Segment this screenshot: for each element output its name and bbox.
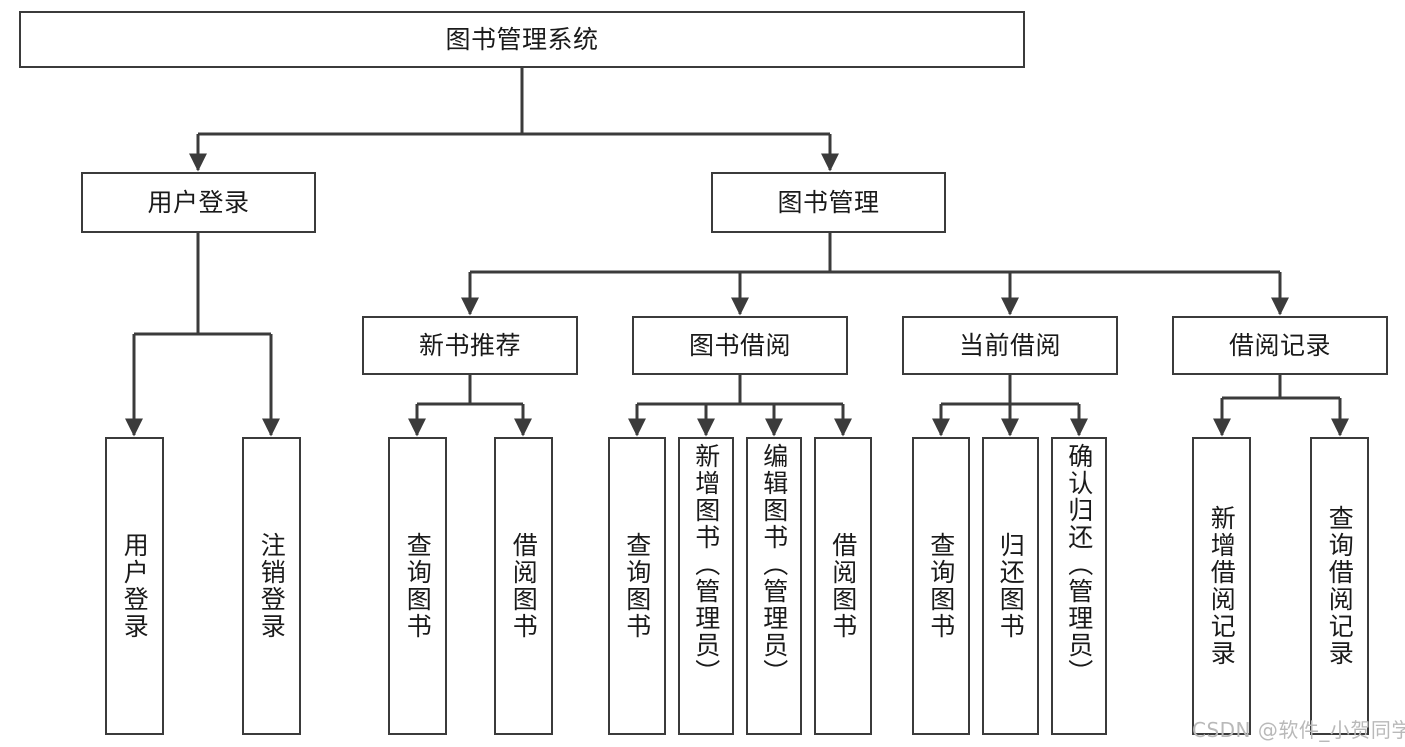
node-leaf-query-book-1[interactable]: 查询图书 [388,437,447,735]
node-new-book-recommend[interactable]: 新书推荐 [362,316,578,375]
node-leaf-add-book[interactable]: 新增图书（管理员） [678,437,734,735]
node-borrow-record-label: 借阅记录 [1228,331,1331,360]
node-leaf-query-book-2[interactable]: 查询图书 [608,437,666,735]
node-leaf-confirm-return-label: 确认归还（管理员） [1064,443,1094,686]
node-leaf-query-book-1-label: 查询图书 [403,532,433,640]
node-book-borrow[interactable]: 图书借阅 [632,316,848,375]
node-leaf-edit-book-label: 编辑图书（管理员） [759,443,789,686]
node-leaf-query-book-2-label: 查询图书 [622,532,652,640]
node-user-login-label: 用户登录 [147,188,250,217]
node-leaf-borrow-book-2[interactable]: 借阅图书 [814,437,872,735]
node-leaf-confirm-return[interactable]: 确认归还（管理员） [1051,437,1107,735]
node-book-borrow-label: 图书借阅 [688,331,791,360]
node-leaf-borrow-book-1-label: 借阅图书 [509,532,539,640]
node-leaf-edit-book[interactable]: 编辑图书（管理员） [746,437,802,735]
node-leaf-query-book-3[interactable]: 查询图书 [912,437,970,735]
node-leaf-add-record-label: 新增借阅记录 [1207,505,1237,667]
node-leaf-user-login[interactable]: 用户登录 [105,437,164,735]
node-leaf-return-book[interactable]: 归还图书 [982,437,1039,735]
node-leaf-return-book-label: 归还图书 [996,532,1026,640]
node-book-manage-label: 图书管理 [777,188,880,217]
node-user-login[interactable]: 用户登录 [81,172,316,233]
node-leaf-logout[interactable]: 注销登录 [242,437,301,735]
node-current-borrow[interactable]: 当前借阅 [902,316,1118,375]
node-leaf-user-login-label: 用户登录 [120,532,150,640]
node-leaf-add-record[interactable]: 新增借阅记录 [1192,437,1251,735]
node-leaf-add-book-label: 新增图书（管理员） [691,443,721,686]
node-borrow-record[interactable]: 借阅记录 [1172,316,1388,375]
node-current-borrow-label: 当前借阅 [958,331,1061,360]
node-leaf-query-record[interactable]: 查询借阅记录 [1310,437,1369,735]
node-leaf-logout-label: 注销登录 [257,532,287,640]
node-root-label: 图书管理系统 [445,25,599,54]
csdn-watermark: CSDN @软件_小贺同学 [1192,718,1405,742]
node-new-book-recommend-label: 新书推荐 [418,331,521,360]
node-book-manage[interactable]: 图书管理 [711,172,946,233]
node-leaf-borrow-book-1[interactable]: 借阅图书 [494,437,553,735]
node-root[interactable]: 图书管理系统 [19,11,1025,68]
node-leaf-borrow-book-2-label: 借阅图书 [828,532,858,640]
node-leaf-query-record-label: 查询借阅记录 [1325,505,1355,667]
node-leaf-query-book-3-label: 查询图书 [926,532,956,640]
